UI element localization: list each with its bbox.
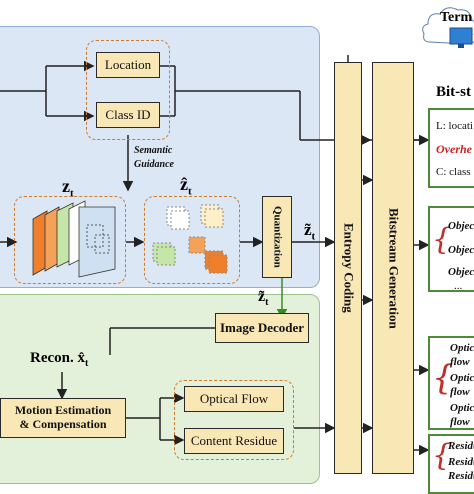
brace-icon-flow: {: [432, 358, 454, 398]
latent-zhat-group: [144, 196, 240, 284]
flow-bits-2b: flow: [450, 386, 470, 398]
flow-bits-1a: Optic: [450, 342, 474, 354]
location-label: Location: [104, 56, 152, 72]
bitstream-generation-label: Bitstream Generation: [386, 207, 402, 329]
residue-bits-2: Residu: [448, 456, 474, 468]
object-bits-2: Objec: [448, 244, 474, 256]
object-bits-3: Objec: [448, 266, 474, 278]
object-bits-box: { Objec Objec Objec ...: [428, 206, 474, 292]
bitstream-generation-box: Bitstream Generation: [372, 62, 414, 474]
location-bits: L: locati: [436, 120, 473, 132]
flow-bits-3b: flow: [450, 416, 470, 428]
image-decoder-box: Image Decoder: [215, 313, 309, 343]
class-bits: C: class: [436, 166, 471, 178]
object-bits-1: Objec: [448, 220, 474, 232]
ztilde-t-decoder-label: z̃t: [258, 288, 269, 309]
header-bits-box: L: locati Overhe C: class: [428, 108, 474, 188]
bitstream-title: Bit-st: [436, 84, 471, 100]
ztilde-t-label: z̃t: [304, 220, 316, 243]
terminal-label: Term: [440, 10, 473, 25]
content-residue-box: Content Residue: [184, 428, 284, 454]
image-decoder-label: Image Decoder: [219, 319, 305, 335]
residue-bits-3: Residu: [448, 470, 474, 482]
flow-bits-1b: flow: [450, 356, 470, 368]
flow-bits-box: { Optic flow Optic flow Optic flow: [428, 336, 474, 430]
location-box: Location: [96, 52, 160, 78]
overhead-bits: Overhe: [436, 142, 472, 156]
motion-estimation-box: Motion Estimation & Compensation: [0, 398, 126, 438]
residue-bits-box: { Residu Residu Residu: [428, 434, 474, 494]
motion-estimation-label: Motion Estimation & Compensation: [14, 403, 112, 431]
entropy-coding-box: Entropy Coding: [334, 62, 362, 474]
feature-maps-z: [32, 200, 116, 278]
optical-flow-box: Optical Flow: [184, 386, 284, 412]
quantization-box: Quantization: [262, 196, 292, 278]
content-residue-label: Content Residue: [190, 432, 278, 448]
monitor-cloud-icon: [422, 7, 474, 48]
latent-z-group: [14, 196, 126, 284]
object-latents-zhat: [152, 204, 228, 274]
flow-bits-3a: Optic: [450, 402, 474, 414]
quantization-label: Quantization: [271, 206, 284, 268]
object-bits-more: ...: [454, 280, 463, 292]
flow-bits-2a: Optic: [450, 372, 474, 384]
semantic-group: [86, 40, 170, 140]
zhat-t-label: ẑt: [180, 174, 192, 198]
class-id-box: Class ID: [96, 102, 160, 128]
brace-icon: {: [432, 222, 452, 257]
optical-flow-label: Optical Flow: [199, 390, 269, 406]
motion-output-group: [174, 380, 294, 460]
recon-label: Recon. x̂t: [30, 350, 89, 369]
brace-icon-residue: {: [432, 438, 452, 473]
connection-arrows: [0, 55, 430, 456]
semantic-guidance-label: Semantic Guidance: [134, 145, 174, 170]
entropy-coding-label: Entropy Coding: [341, 223, 357, 313]
class-id-label: Class ID: [105, 106, 151, 122]
residue-bits-1: Residu: [448, 440, 474, 452]
z-t-label: zt: [62, 176, 74, 200]
